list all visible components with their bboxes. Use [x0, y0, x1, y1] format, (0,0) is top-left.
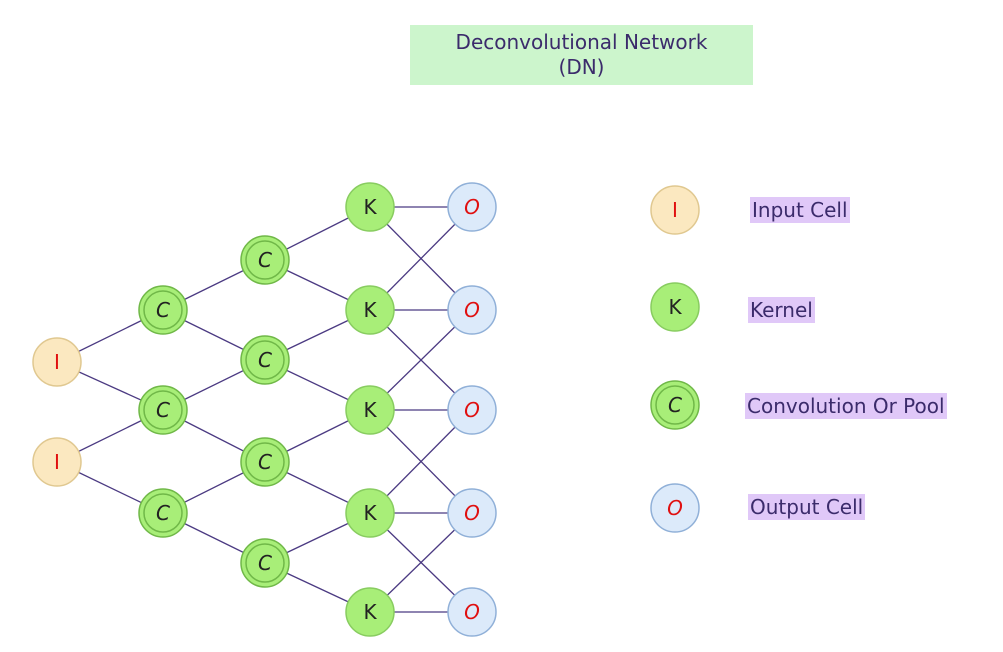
legend-icon-input: I	[650, 185, 700, 235]
output-cell-l4-2-circle	[447, 385, 497, 435]
output-cell-l4-4-label: O	[464, 600, 480, 624]
conv-cell-l2-2-circle	[240, 437, 290, 487]
conv-cell-l2-0: C	[240, 235, 290, 285]
output-cell-l4-3-circle	[447, 488, 497, 538]
kernel-cell-l3-3-circle	[345, 488, 395, 538]
conv-cell-l1-1-inner-ring	[143, 390, 183, 430]
kernel-cell-l3-0-label: K	[363, 195, 377, 219]
title-line-1: Deconvolutional Network	[455, 30, 708, 54]
output-cell-l4-2-label: O	[464, 398, 480, 422]
conv-cell-l1-2-inner-ring	[143, 493, 183, 533]
legend-icon-conv-circle	[650, 380, 700, 430]
kernel-cell-l3-4-circle	[345, 587, 395, 637]
kernel-cell-l3-2-label: K	[363, 398, 377, 422]
legend-icon-output: O	[650, 483, 700, 533]
conv-cell-l1-2-circle	[138, 488, 188, 538]
kernel-cell-l3-1: K	[345, 285, 395, 335]
conv-cell-l1-1-label: C	[156, 398, 170, 422]
output-cell-l4-0-label: O	[464, 195, 480, 219]
output-cell-l4-0: O	[447, 182, 497, 232]
kernel-cell-l3-2-circle	[345, 385, 395, 435]
legend-label-input: Input Cell	[750, 197, 850, 223]
title-line-2: (DN)	[558, 55, 605, 79]
node-group: I I C C C C C C C K K K K K O O O O O	[32, 182, 497, 637]
conv-cell-l1-1-circle	[138, 385, 188, 435]
legend-icon-conv-inner-ring	[655, 385, 695, 425]
kernel-cell-l3-1-circle	[345, 285, 395, 335]
conv-cell-l1-0-label: C	[156, 298, 170, 322]
kernel-cell-l3-0-circle	[345, 182, 395, 232]
conv-cell-l2-0-inner-ring	[245, 240, 285, 280]
legend-icon-conv: C	[650, 380, 700, 430]
legend-icon-input-label: I	[672, 198, 678, 222]
conv-cell-l2-3-inner-ring	[245, 543, 285, 583]
output-cell-l4-0-circle	[447, 182, 497, 232]
conv-cell-l2-2-inner-ring	[245, 442, 285, 482]
diagram-title: Deconvolutional Network (DN)	[410, 25, 753, 85]
kernel-cell-l3-4-label: K	[363, 600, 377, 624]
legend-icon-kernel-label: K	[668, 295, 682, 319]
kernel-cell-l3-2: K	[345, 385, 395, 435]
conv-cell-l2-3-label: C	[258, 551, 272, 575]
legend-icon-input-circle	[650, 185, 700, 235]
conv-cell-l2-0-circle	[240, 235, 290, 285]
conv-cell-l2-1-circle	[240, 335, 290, 385]
legend-icon-output-circle	[650, 483, 700, 533]
conv-cell-l2-3-circle	[240, 538, 290, 588]
output-cell-l4-4-circle	[447, 587, 497, 637]
output-cell-l4-1-circle	[447, 285, 497, 335]
conv-cell-l2-3: C	[240, 538, 290, 588]
legend-icon-kernel-circle	[650, 282, 700, 332]
output-cell-l4-3: O	[447, 488, 497, 538]
legend-icon-output-label: O	[667, 496, 683, 520]
conv-cell-l1-1: C	[138, 385, 188, 435]
output-cell-l4-1-label: O	[464, 298, 480, 322]
input-cell-l0-0: I	[32, 337, 82, 387]
conv-cell-l2-1: C	[240, 335, 290, 385]
output-cell-l4-2: O	[447, 385, 497, 435]
input-cell-l0-0-circle	[32, 337, 82, 387]
input-cell-l0-0-label: I	[54, 350, 60, 374]
legend-label-kernel: Kernel	[748, 297, 815, 323]
input-cell-l0-1-label: I	[54, 450, 60, 474]
kernel-cell-l3-1-label: K	[363, 298, 377, 322]
conv-cell-l1-0-circle	[138, 285, 188, 335]
input-cell-l0-1-circle	[32, 437, 82, 487]
conv-cell-l2-1-label: C	[258, 348, 272, 372]
conv-cell-l2-1-inner-ring	[245, 340, 285, 380]
kernel-cell-l3-3-label: K	[363, 501, 377, 525]
conv-cell-l2-2: C	[240, 437, 290, 487]
conv-cell-l1-0: C	[138, 285, 188, 335]
output-cell-l4-3-label: O	[464, 501, 480, 525]
conv-cell-l1-2: C	[138, 488, 188, 538]
legend-label-convolution: Convolution Or Pool	[745, 393, 947, 419]
legend-icon-kernel: K	[650, 282, 700, 332]
conv-cell-l2-2-label: C	[258, 450, 272, 474]
conv-cell-l1-2-label: C	[156, 501, 170, 525]
output-cell-l4-1: O	[447, 285, 497, 335]
kernel-cell-l3-4: K	[345, 587, 395, 637]
legend-icon-group: I K C O	[650, 185, 700, 533]
legend-icon-conv-label: C	[668, 393, 682, 417]
conv-cell-l2-0-label: C	[258, 248, 272, 272]
kernel-cell-l3-3: K	[345, 488, 395, 538]
legend-label-output: Output Cell	[748, 494, 866, 520]
output-cell-l4-4: O	[447, 587, 497, 637]
conv-cell-l1-0-inner-ring	[143, 290, 183, 330]
input-cell-l0-1: I	[32, 437, 82, 487]
kernel-cell-l3-0: K	[345, 182, 395, 232]
